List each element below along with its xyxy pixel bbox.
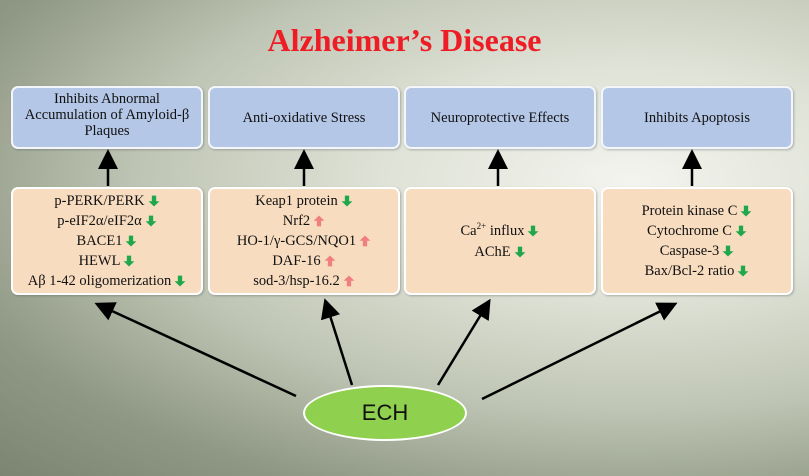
diagram-title: Alzheimer’s Disease (267, 22, 542, 58)
increase-arrow-icon (359, 235, 371, 247)
increase-arrow-icon (343, 275, 355, 287)
effect-box-amyloid: Inhibits Abnormal Accumulation of Amyloi… (11, 86, 203, 149)
decrease-arrow-icon (528, 225, 539, 237)
decrease-arrow-icon (737, 265, 749, 277)
effect-box-neuroprotective: Neuroprotective Effects (404, 86, 596, 149)
marker-item: Bax/Bcl-2 ratio (645, 261, 750, 281)
marker-item: sod-3/hsp-16.2 (253, 271, 355, 291)
marker-item: Cytochrome C (647, 221, 747, 241)
decrease-arrow-icon (145, 215, 157, 227)
marker-item: BACE1 (77, 231, 138, 251)
arrow-ech-to-markers-4 (481, 302, 678, 401)
arrow-ech-to-markers-2 (321, 298, 354, 386)
marker-item: p-eIF2α/eIF2α (57, 211, 157, 231)
marker-item: p-PERK/PERK (54, 191, 160, 211)
marker-item: Nrf2 (283, 211, 325, 231)
decrease-arrow-icon (722, 245, 734, 257)
effect-label: Neuroprotective Effects (430, 109, 570, 126)
effect-label: Anti-oxidative Stress (242, 109, 366, 126)
marker-item: AChE (474, 242, 526, 262)
effect-box-apoptosis: Inhibits Apoptosis (601, 86, 793, 149)
marker-item: Ca2+ influx (461, 221, 540, 242)
arrow-ech-to-markers-1 (94, 302, 297, 398)
increase-arrow-icon (313, 215, 325, 227)
effect-label: Inhibits Apoptosis (644, 109, 750, 126)
increase-arrow-icon (324, 255, 336, 267)
marker-box-antioxidative: Keap1 protein Nrf2 HO-1/γ-GCS/NQO1 DAF-1… (208, 187, 400, 295)
ech-ellipse: ECH (303, 385, 467, 441)
effect-box-antioxidative: Anti-oxidative Stress (208, 86, 400, 149)
marker-item: Caspase-3 (660, 241, 735, 261)
decrease-arrow-icon (124, 255, 135, 267)
decrease-arrow-icon (174, 275, 186, 287)
marker-item: Keap1 protein (255, 191, 353, 211)
arrow-ech-to-markers-3 (436, 298, 491, 386)
decrease-arrow-icon (741, 205, 752, 217)
decrease-arrow-icon (341, 195, 353, 207)
effect-label: Inhibits Abnormal Accumulation of Amyloi… (24, 91, 190, 139)
marker-item: HEWL (79, 251, 136, 271)
decrease-arrow-icon (148, 195, 160, 207)
marker-item: Protein kinase C (642, 201, 753, 221)
marker-box-amyloid: p-PERK/PERK p-eIF2α/eIF2α BACE1 HEWL Aβ … (11, 187, 203, 295)
ech-label: ECH (361, 400, 409, 425)
marker-item: Aβ 1-42 oligomerization (28, 271, 187, 291)
marker-item: DAF-16 (272, 251, 336, 271)
decrease-arrow-icon (126, 235, 137, 247)
marker-box-neuroprotective: Ca2+ influx AChE (404, 187, 596, 295)
marker-box-apoptosis: Protein kinase C Cytochrome C Caspase-3 … (601, 187, 793, 295)
marker-item: HO-1/γ-GCS/NQO1 (237, 231, 371, 251)
decrease-arrow-icon (514, 246, 526, 258)
decrease-arrow-icon (735, 225, 747, 237)
